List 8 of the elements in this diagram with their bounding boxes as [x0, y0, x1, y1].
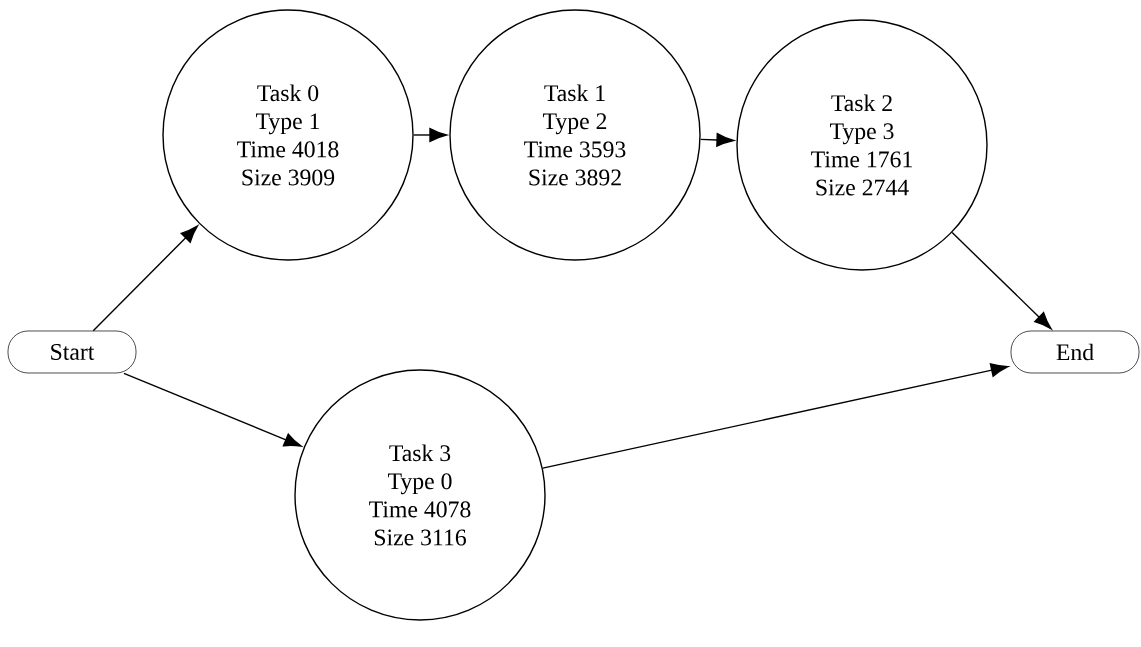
arrow — [123, 372, 302, 447]
arrow — [951, 231, 1052, 330]
arrow — [413, 128, 448, 142]
arrow — [699, 132, 735, 147]
terminal-box: End — [1010, 330, 1140, 374]
arrow — [92, 225, 198, 332]
terminal-box: Start — [7, 330, 137, 374]
arrow — [542, 363, 1009, 469]
